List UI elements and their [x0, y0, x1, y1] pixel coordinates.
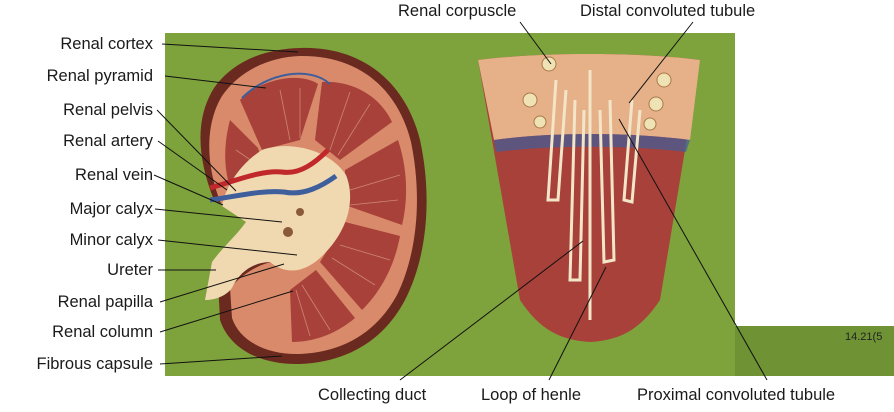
label-proximal-convoluted-tubule: Proximal convoluted tubule — [637, 386, 836, 404]
label-renal-pyramid: Renal pyramid — [46, 67, 153, 85]
label-renal-papilla: Renal papilla — [57, 293, 153, 311]
tubules — [546, 70, 642, 320]
label-collecting-duct: Collecting duct — [318, 386, 427, 404]
kidney-section — [200, 47, 427, 365]
nephron-wedge — [478, 54, 700, 342]
label-renal-corpuscle: Renal corpuscle — [398, 2, 517, 20]
label-minor-calyx: Minor calyx — [69, 231, 153, 249]
label-renal-pelvis: Renal pelvis — [63, 101, 153, 119]
wedge-band — [494, 134, 690, 152]
board-label-panel — [735, 326, 894, 376]
label-fibrous-capsule: Fibrous capsule — [36, 355, 153, 373]
ureter-shape — [205, 222, 270, 300]
plate-number: 14.21(5 — [845, 331, 883, 343]
calyx-hole-1 — [283, 227, 293, 237]
label-major-calyx: Major calyx — [69, 200, 153, 218]
calyx-hole-2 — [296, 208, 304, 216]
leader-lines — [153, 21, 768, 381]
label-loop-of-henle: Loop of henle — [481, 386, 582, 404]
arcuate-vessel — [241, 72, 331, 99]
vein-shape — [209, 173, 338, 203]
pyramid-striations — [235, 88, 401, 337]
label-ureter: Ureter — [107, 261, 153, 279]
artery-shape — [209, 148, 330, 191]
label-renal-vein: Renal vein — [75, 166, 153, 184]
label-distal-convoluted-tubule: Distal convoluted tubule — [580, 2, 756, 20]
label-renal-column: Renal column — [52, 323, 153, 341]
label-renal-artery: Renal artery — [63, 132, 153, 150]
renal-corpuscles — [522, 56, 672, 131]
label-renal-cortex: Renal cortex — [60, 35, 153, 53]
